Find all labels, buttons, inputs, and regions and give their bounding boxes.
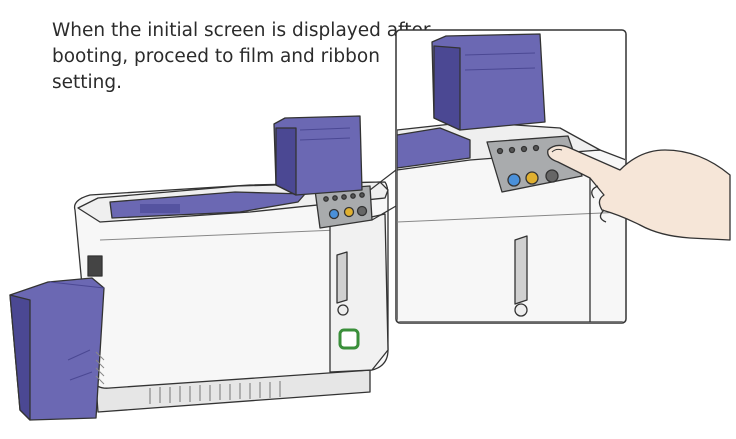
zoom-detail-box [395, 29, 627, 324]
hand-pointer-illustration [547, 144, 731, 241]
printer-illustration [9, 115, 389, 421]
instruction-line-1: When the initial screen is displayed aft… [52, 20, 431, 41]
instruction-line-2: booting, proceed to film and ribbon [52, 46, 380, 67]
instruction-line-3: setting. [52, 72, 123, 93]
instruction-text: When the initial screen is displayed aft… [52, 18, 431, 96]
zoom-callout [369, 169, 397, 221]
